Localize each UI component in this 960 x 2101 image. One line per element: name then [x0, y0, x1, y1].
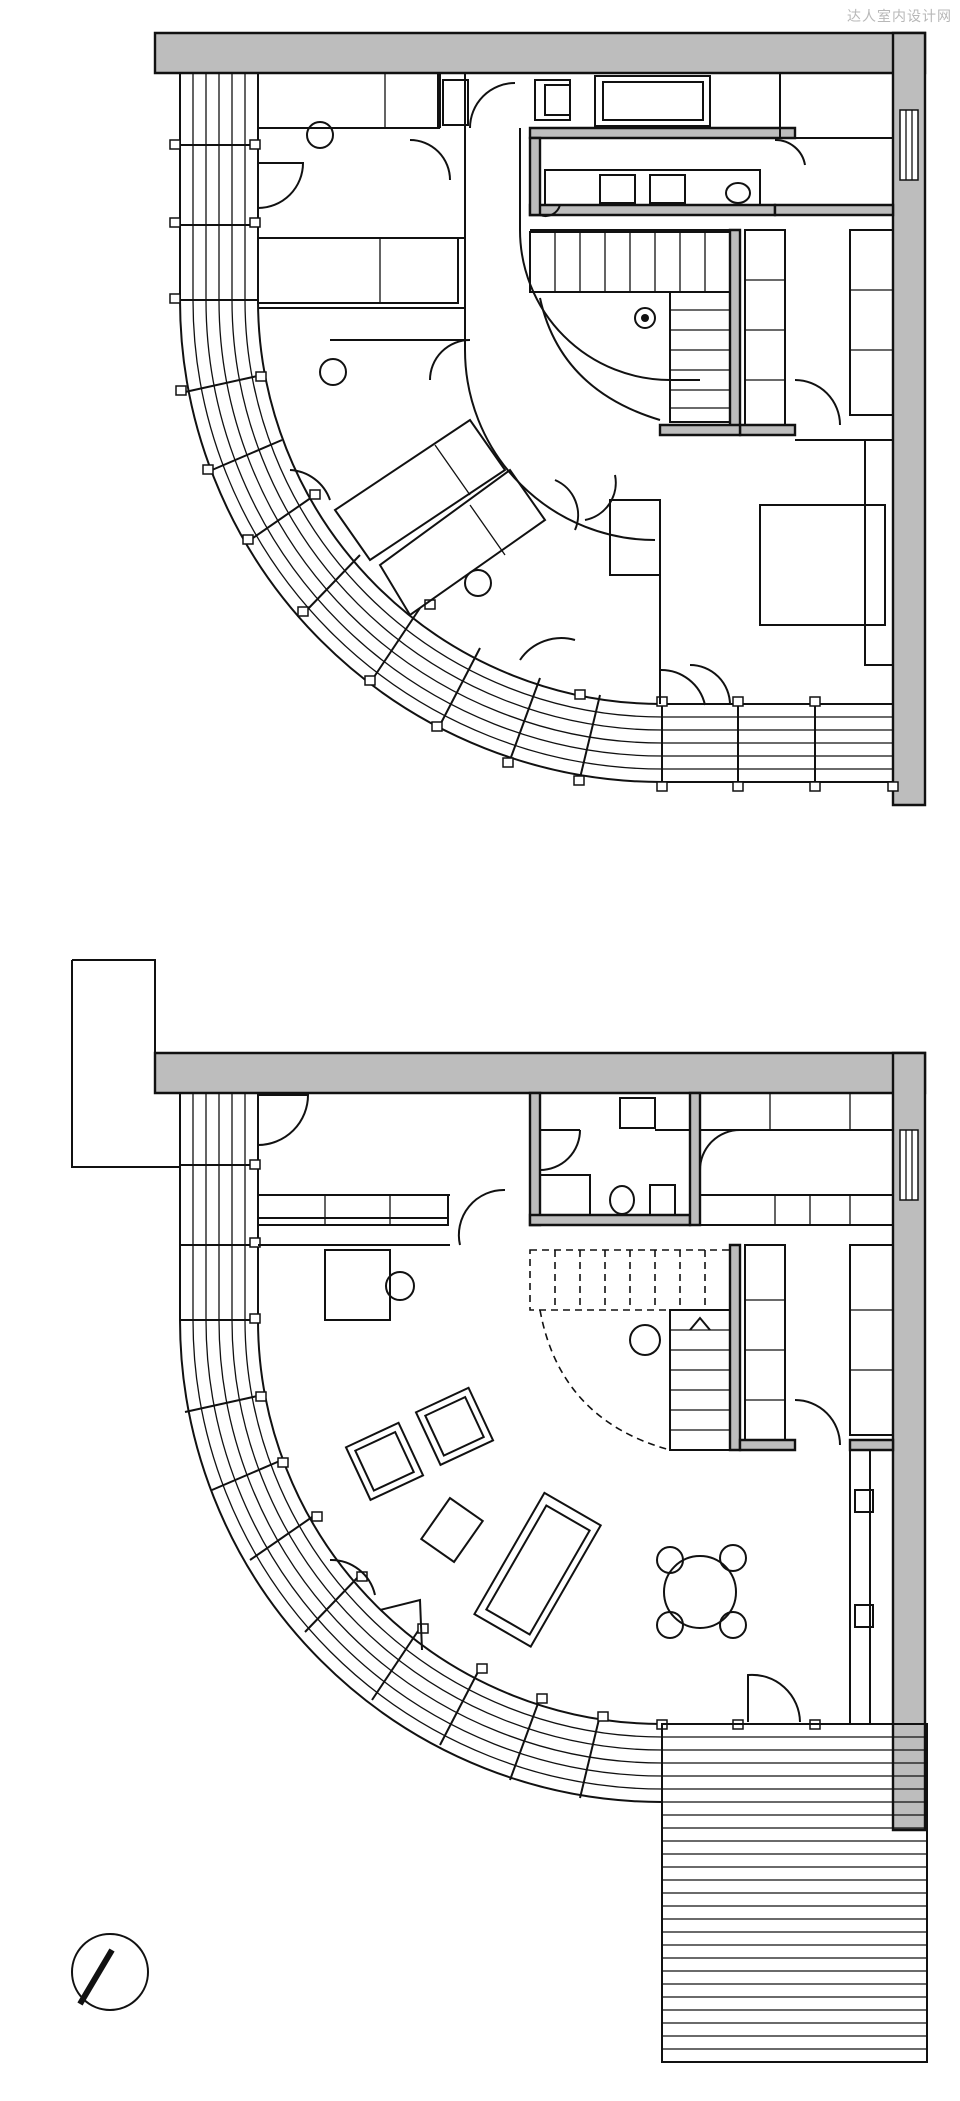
- north-arrow-icon: [71, 1933, 149, 2011]
- upper-exterior-wall-top: [153, 31, 927, 75]
- ground-deck: [661, 1723, 928, 2063]
- upper-curved-facade: [179, 73, 893, 783]
- upper-doors: [257, 82, 841, 706]
- ground-exterior-wall-top: [153, 1051, 927, 1095]
- watermark: 达人室内设计网: [847, 9, 952, 25]
- ground-stair: [529, 1249, 731, 1451]
- upper-fixtures: [257, 72, 894, 666]
- ground-exterior-wall-right: [891, 1051, 927, 1832]
- ground-doors: [257, 1094, 841, 1723]
- upper-interior-walls: [258, 73, 895, 704]
- ground-curved-facade: [179, 1093, 663, 1803]
- upper-floor-plan: [153, 31, 927, 807]
- ground-right-window: [899, 1129, 919, 1201]
- ground-interior-walls: [258, 1091, 895, 1724]
- ground-floor-plan: [71, 959, 928, 2063]
- ground-furniture: [257, 1092, 894, 1648]
- upper-right-window: [899, 109, 919, 181]
- upper-stair: [529, 231, 731, 423]
- entry-canopy: [71, 959, 180, 1168]
- upper-facade-posts: [169, 139, 899, 792]
